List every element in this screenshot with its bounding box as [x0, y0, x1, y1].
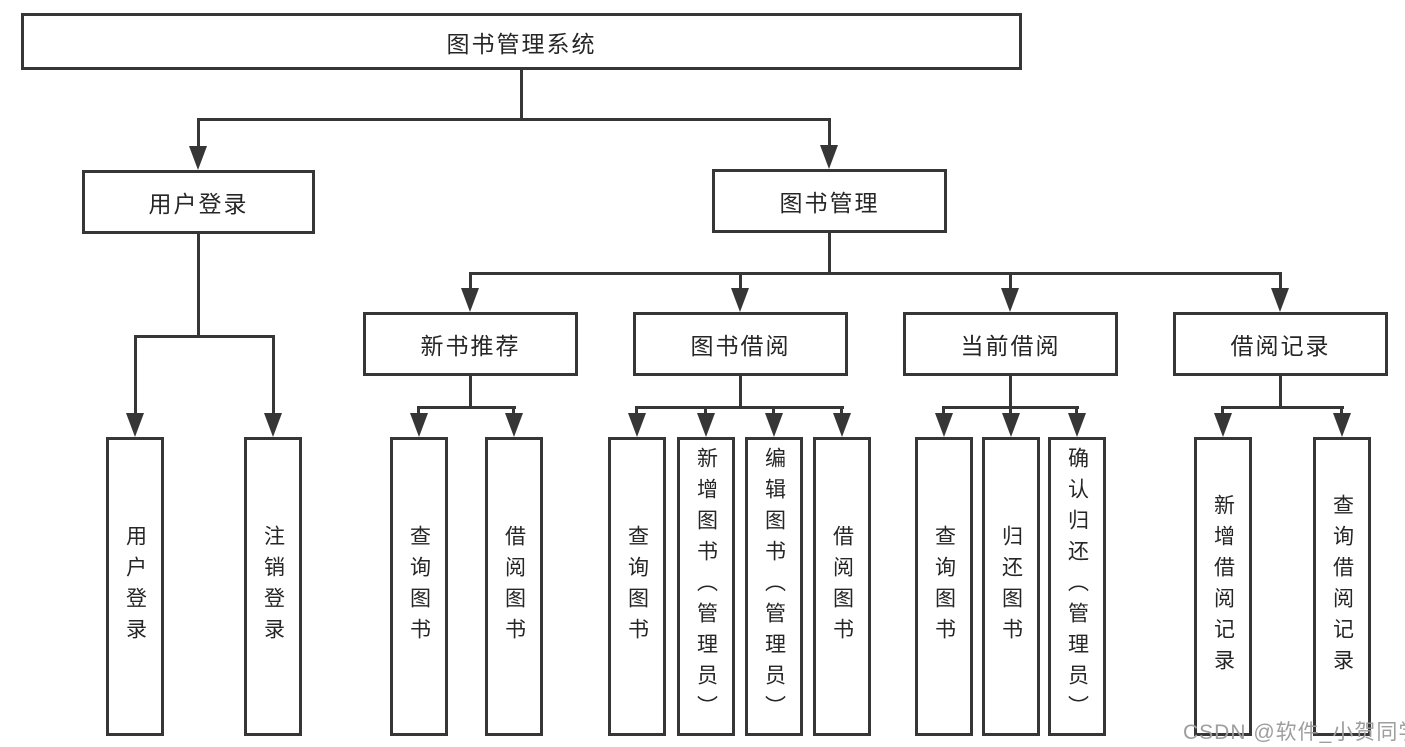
connector-line [1075, 406, 1078, 415]
node-label: 查询图书 [407, 524, 431, 649]
connector-line [942, 406, 945, 415]
node-label: 新增借阅记录 [1211, 493, 1235, 680]
arrow-down-icon [935, 413, 953, 437]
connector-line [1279, 272, 1282, 290]
arrow-down-icon [410, 413, 428, 437]
connector-line [828, 118, 831, 148]
arrow-down-icon [1001, 288, 1019, 312]
arrow-down-icon [461, 288, 479, 312]
arrow-down-icon [765, 413, 783, 437]
leaf-query-book-1: 查询图书 [390, 437, 448, 736]
arrow-down-icon [189, 146, 207, 170]
connector-line [1009, 272, 1012, 290]
connector-line [197, 118, 200, 148]
connector-line [134, 335, 137, 415]
node-user-login: 用户登录 [82, 170, 315, 234]
connector-line [772, 406, 775, 415]
leaf-edit-book-admin: 编辑图书（管理员） [745, 437, 803, 736]
connector-line [512, 406, 515, 415]
connector-line [417, 406, 420, 415]
leaf-borrow-book-1: 借阅图书 [485, 437, 543, 736]
node-label: 新书推荐 [420, 333, 521, 359]
connector-line [469, 272, 1282, 275]
node-label: 查询图书 [932, 524, 956, 649]
node-book-borrow: 图书借阅 [633, 312, 848, 376]
connector-line [197, 118, 831, 121]
node-label: 当前借阅 [960, 333, 1061, 359]
leaf-query-borrow-record: 查询借阅记录 [1313, 437, 1371, 736]
connector-line [1009, 376, 1012, 406]
node-label: 借阅记录 [1230, 333, 1331, 359]
node-label: 编辑图书（管理员） [762, 447, 786, 726]
arrow-down-icon [1333, 413, 1351, 437]
arrow-down-icon [264, 413, 282, 437]
node-label: 归还图书 [999, 524, 1023, 649]
leaf-add-book-admin: 新增图书（管理员） [677, 437, 735, 736]
connector-line [1340, 406, 1343, 415]
leaf-logout: 注销登录 [244, 437, 302, 736]
node-new-book-recommend: 新书推荐 [363, 312, 578, 376]
node-label: 查询借阅记录 [1330, 493, 1354, 680]
leaf-confirm-return-admin: 确认归还（管理员） [1048, 437, 1106, 736]
leaf-add-borrow-record: 新增借阅记录 [1194, 437, 1252, 736]
node-label: 查询图书 [625, 524, 649, 649]
connector-line [739, 272, 742, 290]
connector-line [1222, 406, 1344, 409]
node-label: 用户登录 [148, 191, 249, 217]
node-label: 图书管理 [779, 190, 880, 216]
connector-line [1279, 376, 1282, 406]
node-label: 确认归还（管理员） [1065, 447, 1089, 726]
arrow-down-icon [1068, 413, 1086, 437]
node-label: 用户登录 [123, 524, 147, 649]
node-current-borrow: 当前借阅 [903, 312, 1118, 376]
connector-line [272, 335, 275, 415]
connector-line [1221, 406, 1224, 415]
connector-line [469, 376, 472, 406]
connector-line [635, 406, 638, 415]
connector-line [418, 406, 516, 409]
connector-line [134, 335, 275, 338]
watermark: CSDN @软件_小贺同学 [1183, 721, 1405, 744]
arrow-down-icon [1002, 413, 1020, 437]
connector-line [469, 272, 472, 290]
connector-line [197, 234, 200, 335]
arrow-down-icon [833, 413, 851, 437]
connector-line [739, 376, 742, 406]
connector-line [520, 70, 523, 118]
node-label: 图书借阅 [690, 333, 791, 359]
arrow-down-icon [731, 288, 749, 312]
node-label: 图书管理系统 [446, 30, 597, 57]
arrow-down-icon [1214, 413, 1232, 437]
node-label: 注销登录 [261, 524, 285, 649]
leaf-borrow-book-2: 借阅图书 [813, 437, 871, 736]
arrow-down-icon [126, 413, 144, 437]
leaf-query-book-3: 查询图书 [915, 437, 973, 736]
connector-line [828, 233, 831, 272]
connector-line [636, 406, 844, 409]
leaf-query-book-2: 查询图书 [608, 437, 666, 736]
node-label: 新增图书（管理员） [694, 447, 718, 726]
node-label: 借阅图书 [502, 524, 526, 649]
leaf-return-book: 归还图书 [982, 437, 1040, 736]
node-root: 图书管理系统 [21, 13, 1022, 70]
arrow-down-icon [820, 145, 838, 169]
arrow-down-icon [505, 413, 523, 437]
arrow-down-icon [697, 413, 715, 437]
arrow-down-icon [1271, 288, 1289, 312]
node-label: 借阅图书 [830, 524, 854, 649]
node-borrow-record: 借阅记录 [1173, 312, 1388, 376]
connector-line [1009, 406, 1012, 415]
connector-line [704, 406, 707, 415]
leaf-user-login: 用户登录 [106, 437, 164, 736]
arrow-down-icon [628, 413, 646, 437]
node-book-management: 图书管理 [712, 169, 947, 233]
connector-line [840, 406, 843, 415]
